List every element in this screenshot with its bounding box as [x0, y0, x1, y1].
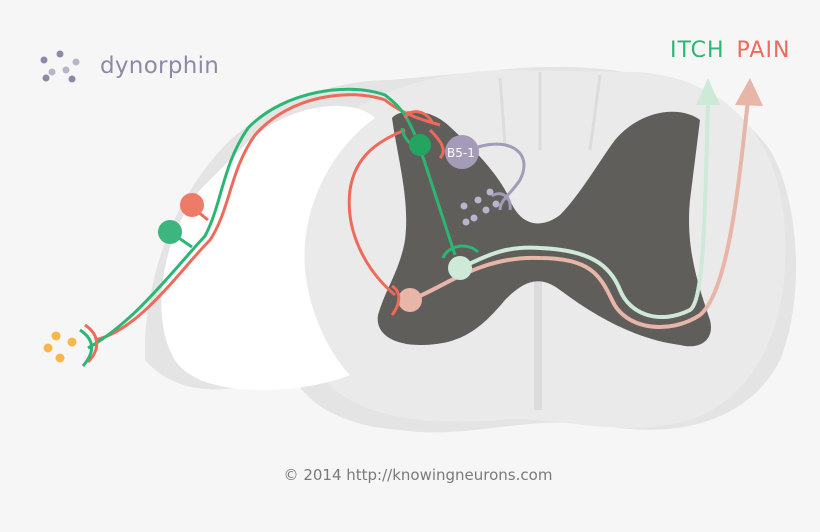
- pain-afferent-axon: [94, 93, 441, 342]
- b5-1-axon: [469, 142, 526, 211]
- itch-arrow-icon: [696, 78, 720, 105]
- itch-interneuron-axon: [418, 147, 457, 256]
- pain-projection-soma: [398, 288, 422, 312]
- b5-1-label: B5-1: [447, 146, 475, 160]
- output-labels: ITCH PAIN: [670, 38, 790, 63]
- pain-afferent-loop: [347, 128, 406, 297]
- legend: dynorphin: [38, 48, 219, 84]
- pain-drg-soma: [180, 193, 204, 217]
- dots-icon: [40, 50, 80, 83]
- peripheral-terminal-pain: [84, 323, 99, 364]
- peripheral-terminal-itch: [79, 328, 94, 367]
- pain-label: PAIN: [736, 38, 791, 63]
- dorsal-root-ganglion: [161, 106, 375, 391]
- itch-projection-axon: [459, 99, 710, 320]
- dynorphin-release-dots: [460, 188, 500, 226]
- b5-1-terminal: [491, 192, 512, 211]
- itch-afferent-axon: [87, 87, 417, 350]
- stimulus-dots: [43, 331, 77, 363]
- gray-matter: [377, 111, 711, 347]
- b5-1-soma: [445, 135, 479, 169]
- copyright: © 2014 http://knowingneurons.com: [283, 466, 553, 484]
- pain-arrow-icon: [735, 78, 763, 106]
- pain-projection-synapse: [390, 284, 401, 316]
- dorsal-septum: [498, 72, 602, 151]
- pain-interneuron-terminal: [403, 110, 445, 160]
- pain-projection-axon: [409, 99, 750, 329]
- itch-label: ITCH: [670, 38, 725, 63]
- itch-drg-soma: [158, 220, 182, 244]
- itch-projection-soma: [448, 256, 472, 280]
- legend-label: dynorphin: [100, 53, 220, 79]
- itch-synapse: [441, 244, 480, 259]
- itch-interneuron-soma: [409, 134, 431, 156]
